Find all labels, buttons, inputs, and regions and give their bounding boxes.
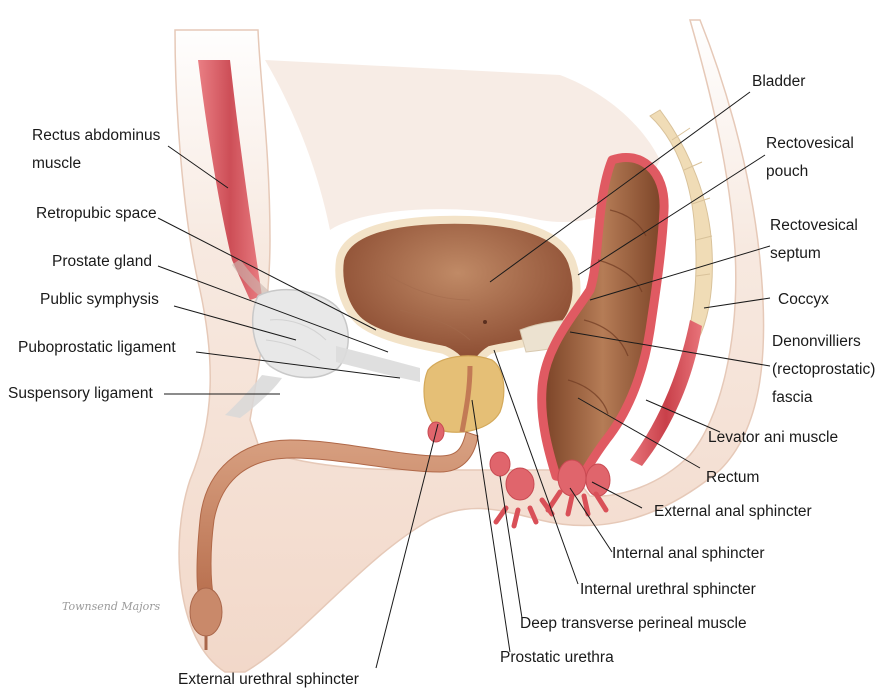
label-levator-ani: Levator ani muscle xyxy=(708,429,838,446)
label-deep-transverse-perineal: Deep transverse perineal muscle xyxy=(520,615,747,632)
pubic-symphysis-bone xyxy=(253,290,349,378)
label-denonvilliers-2: (rectoprostatic) xyxy=(772,361,875,378)
label-bladder: Bladder xyxy=(752,73,805,90)
label-rectus-abdominus-1: Rectus abdominus xyxy=(32,127,161,144)
label-suspensory-ligament: Suspensory ligament xyxy=(8,385,153,402)
label-puboprostatic-ligament: Puboprostatic ligament xyxy=(18,339,176,356)
label-rectovesical-pouch-1: Rectovesical xyxy=(766,135,854,152)
label-retropubic-space: Retropubic space xyxy=(36,205,157,222)
label-external-anal-sphincter: External anal sphincter xyxy=(654,503,812,520)
label-rectovesical-septum-2: septum xyxy=(770,245,821,262)
label-internal-urethral-sphincter: Internal urethral sphincter xyxy=(580,581,756,598)
label-denonvilliers-3: fascia xyxy=(772,389,813,406)
label-prostatic-urethra: Prostatic urethra xyxy=(500,649,614,666)
label-rectus-abdominus-2: muscle xyxy=(32,155,81,172)
label-external-urethral-sphincter: External urethral sphincter xyxy=(178,671,359,688)
label-coccyx: Coccyx xyxy=(778,291,829,308)
label-public-symphysis: Public symphysis xyxy=(40,291,159,308)
label-rectum: Rectum xyxy=(706,469,759,486)
artist-signature: Townsend Majors xyxy=(62,600,160,613)
label-rectovesical-septum-1: Rectovesical xyxy=(770,217,858,234)
label-internal-anal-sphincter: Internal anal sphincter xyxy=(612,545,765,562)
label-rectovesical-pouch-2: pouch xyxy=(766,163,808,180)
glans-shape xyxy=(190,588,222,636)
label-denonvilliers-1: Denonvilliers xyxy=(772,333,861,350)
puboprostatic-ligament-band xyxy=(336,346,420,382)
label-prostate-gland: Prostate gland xyxy=(52,253,152,270)
